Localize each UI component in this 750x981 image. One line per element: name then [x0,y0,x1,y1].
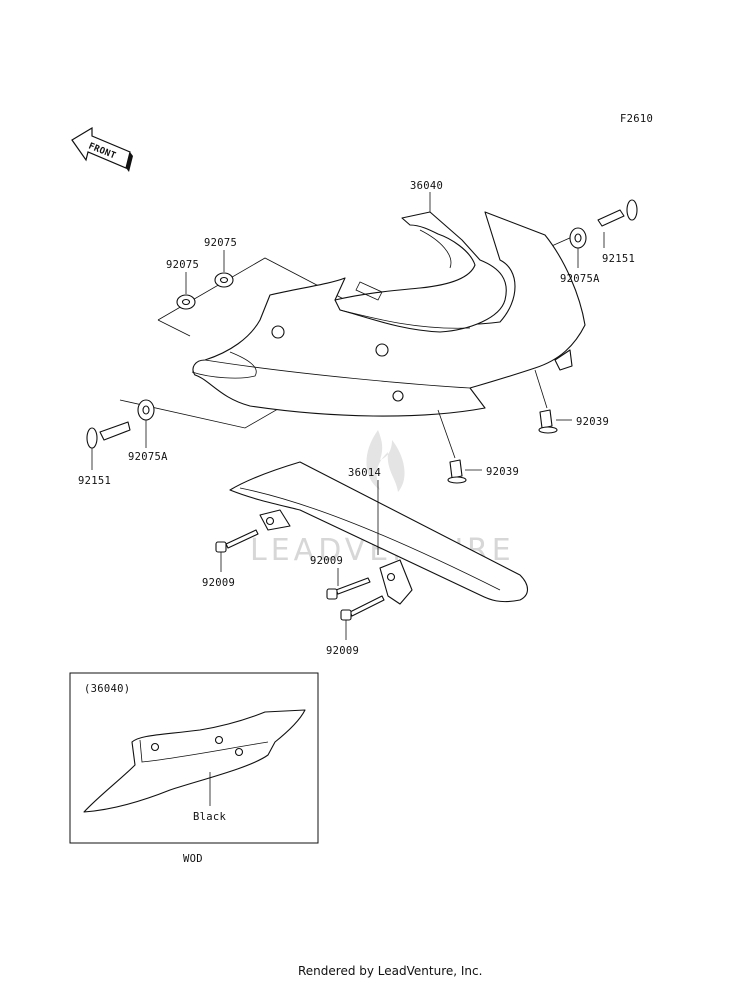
label-92039-b: 92039 [486,466,519,478]
label-36040: 36040 [410,180,443,192]
diagram-code: F2610 [620,113,653,125]
label-92009-b: 92009 [310,555,343,567]
bolt-92009-b [326,577,371,600]
label-92151-left: 92151 [78,475,111,487]
label-92009-a: 92009 [202,577,235,589]
inset-ref: (36040) [84,683,130,695]
bolt-92151-right [597,199,638,227]
bolt-92009-c [340,595,385,621]
grommet-92075-a [176,294,196,310]
flame-logo-icon [366,430,405,492]
front-arrow-icon: FRONT [71,126,133,172]
inset-36040-black: (36040) Black [69,672,319,844]
label-92151-right: 92151 [602,253,635,265]
cover-36014 [229,461,529,605]
grommet-92075-b [214,272,234,288]
label-92075-a: 92075 [166,259,199,271]
label-92075-b: 92075 [204,237,237,249]
clip-92039-b [447,459,467,484]
bolt-92151-left [86,421,131,449]
footer-credit: Rendered by LeadVenture, Inc. [298,964,482,978]
grommet-92075A-right [569,227,587,249]
inset-color-note: Black [193,811,226,823]
label-92009-c: 92009 [326,645,359,657]
label-92075A-left: 92075A [128,451,168,463]
label-92075A-right: 92075A [560,273,600,285]
label-92039-a: 92039 [576,416,609,428]
grommet-92075A-left [137,399,155,421]
clip-92039-a [538,409,558,434]
label-36014: 36014 [348,467,381,479]
inset-variant-code: WOD [183,853,203,865]
seat-cowl-36040 [191,211,586,417]
bolt-92009-a [215,529,259,553]
